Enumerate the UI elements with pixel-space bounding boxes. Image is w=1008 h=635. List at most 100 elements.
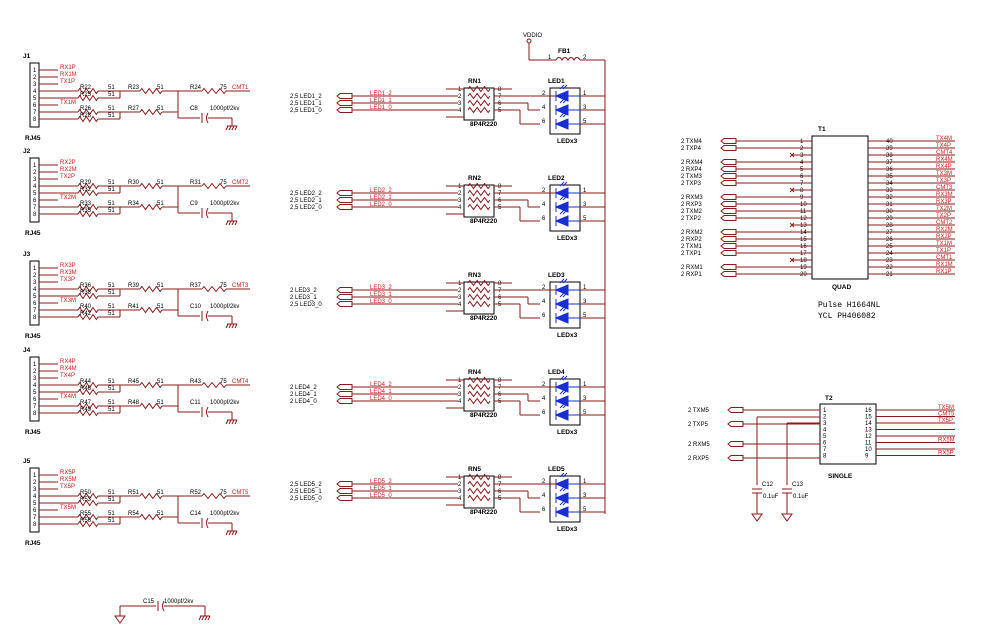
t1-pin: 8 (800, 188, 804, 194)
rn-pin: 3 (458, 198, 462, 204)
led-ray (562, 486, 568, 492)
resistor (77, 313, 99, 321)
net-label: TX4P (936, 143, 951, 149)
jack-pin: 6 (33, 301, 37, 307)
resistor (467, 397, 491, 405)
port-label: 2 RXM4 (681, 160, 703, 166)
led-ray (559, 486, 565, 492)
t2-pin: 11 (865, 441, 872, 447)
t1-part: Pulse H1664NL (818, 301, 881, 310)
resistor (139, 108, 163, 116)
led-ray (562, 209, 568, 215)
cap-value: 1000pf/2kv (210, 201, 239, 207)
rn-pin: 2 (458, 288, 462, 294)
t1-pin: 38 (886, 153, 893, 159)
resistor-value: 51 (108, 283, 115, 289)
net-label: TX4P (60, 373, 75, 379)
jack-pin: 8 (33, 411, 37, 417)
led-ray (559, 209, 565, 215)
resistor (77, 94, 99, 102)
jack-pin: 4 (33, 287, 37, 293)
net-port (336, 481, 353, 487)
resistor-value: 51 (108, 180, 115, 186)
resistor-ref: R24 (190, 85, 202, 91)
t2-pin: 7 (823, 447, 827, 453)
ground-hatch (231, 220, 235, 226)
resistor-value: 51 (157, 400, 164, 406)
ground-hatch (225, 530, 229, 536)
net-port (336, 287, 353, 293)
resistor-ref: R33 (80, 201, 92, 207)
jack-pin: 3 (33, 177, 37, 183)
net-port (336, 190, 353, 196)
led-value: LEDx3 (557, 235, 578, 242)
led-ray (559, 181, 565, 187)
led-ray (562, 306, 568, 312)
cap-ref: C14 (190, 511, 202, 517)
jack-ref: J1 (23, 53, 31, 60)
t1-pin: 16 (800, 244, 807, 250)
cap-value: 1000pf/2kv (210, 106, 239, 112)
led-pin: 2 (542, 91, 546, 97)
resistor (467, 293, 491, 301)
rn-pin: 8 (498, 378, 502, 384)
rn-pin: 8 (498, 475, 502, 481)
rn-value: 8P4R220 (470, 218, 497, 225)
ground-symbol (225, 419, 238, 425)
resistor (77, 292, 99, 300)
led-diode (554, 506, 569, 518)
led-ref: LED3 (548, 272, 565, 279)
led-pin: 2 (542, 188, 546, 194)
resistor-ref: R25 (80, 92, 92, 98)
led-value: LEDx3 (557, 332, 578, 339)
led-body (549, 184, 581, 232)
resistor-ref: R23 (128, 85, 140, 91)
rn-pin: 2 (458, 191, 462, 197)
led-diode (554, 409, 569, 421)
rn-pin: 2 (458, 385, 462, 391)
cap-value: 0.1uF (763, 494, 779, 500)
t1-pin: 6 (800, 174, 804, 180)
resistor-value: 51 (157, 85, 164, 91)
resistor (467, 92, 491, 100)
t1-pin: 26 (886, 237, 893, 243)
t1-pin: 5 (800, 167, 804, 173)
rn-pin: 5 (498, 108, 502, 114)
resistor (467, 383, 491, 391)
t1-pin: 17 (800, 251, 807, 257)
resistor (139, 285, 163, 293)
rn-pin: 7 (498, 288, 502, 294)
net-label: CMT1 (232, 85, 249, 91)
resistor (139, 203, 163, 211)
resistor (139, 492, 163, 500)
net-label: CMT1 (936, 255, 953, 261)
led-ray (562, 98, 568, 104)
ground-hatch (231, 323, 235, 329)
ground-hatch (228, 530, 232, 536)
cap-value: 1000pf/2kv (210, 400, 239, 406)
ground-hatch (228, 125, 232, 131)
port-label: 2 TXM2 (681, 209, 703, 215)
t1-pin: 21 (886, 272, 893, 278)
net-port (727, 455, 744, 461)
jack-pin: 3 (33, 82, 37, 88)
resistor (139, 381, 163, 389)
port-label: 2 RXP5 (688, 456, 709, 462)
led-ray (559, 403, 565, 409)
port-label: 2 TXM5 (688, 408, 710, 414)
net-port (336, 100, 353, 106)
led-pin: 5 (583, 119, 587, 125)
led-ref: LED2 (548, 175, 565, 182)
jack-type: RJ45 (25, 135, 41, 142)
resistor-ref: R37 (190, 283, 202, 289)
resistor-ref: R44 (80, 379, 92, 385)
cap-plate (206, 310, 209, 322)
net-port (727, 421, 744, 427)
rj45-body (29, 62, 40, 128)
led-pin: 1 (583, 91, 587, 97)
port-label: 2,5 LED5_1 (290, 489, 322, 495)
ground-hatch (225, 323, 229, 329)
led-pin: 6 (542, 410, 546, 416)
